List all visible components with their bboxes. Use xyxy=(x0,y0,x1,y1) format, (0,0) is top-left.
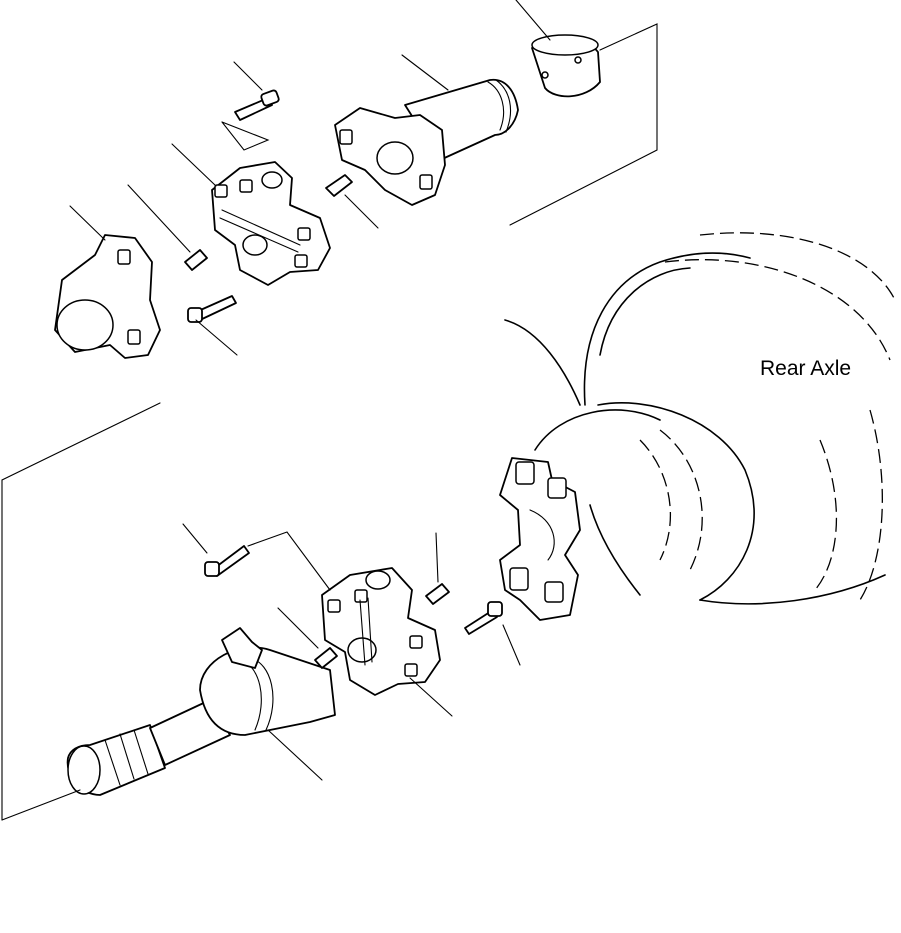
assembly-boundary-lines xyxy=(2,24,657,820)
axle-pinion-flange xyxy=(500,458,580,620)
universal-joint-part xyxy=(212,162,330,285)
propeller-shaft-part xyxy=(68,628,335,795)
dust-cap-part xyxy=(532,35,600,96)
bolt-part xyxy=(235,90,280,120)
grease-fitting-part xyxy=(185,175,352,270)
rear-axle-housing xyxy=(505,233,895,604)
rear-axle-label: Rear Axle xyxy=(760,357,851,380)
bolt-part xyxy=(205,546,502,634)
leader-lines xyxy=(70,0,550,780)
slip-yoke-tube-part xyxy=(335,80,518,205)
grease-fitting-part xyxy=(315,584,449,668)
universal-joint-part xyxy=(322,568,440,695)
bolt-part xyxy=(188,296,236,322)
flange-yoke-part xyxy=(55,235,160,358)
